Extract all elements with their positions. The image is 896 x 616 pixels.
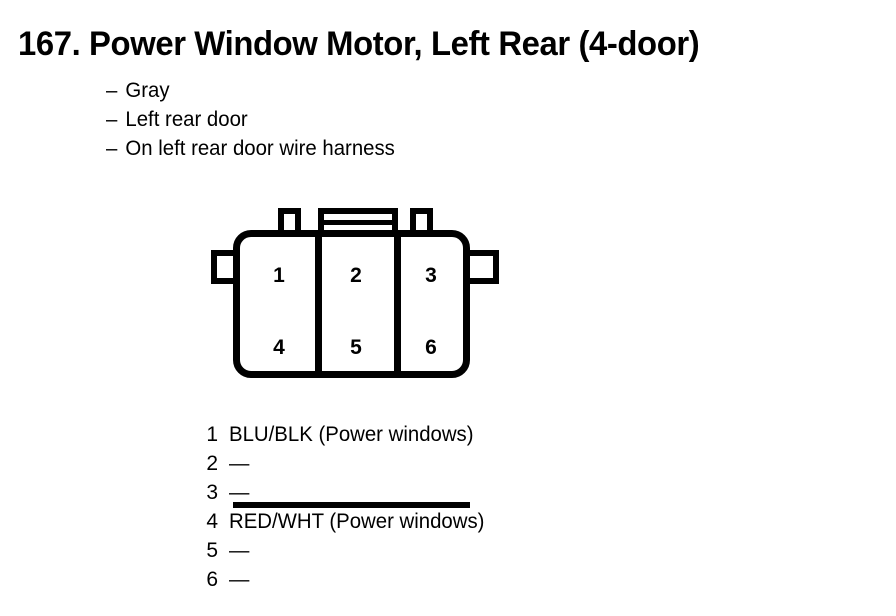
list-item: –On left rear door wire harness <box>106 134 395 163</box>
pin-legend-label: — <box>229 568 250 591</box>
dash-bullet-icon: – <box>106 108 118 131</box>
pin-cell-5: 5 <box>350 336 362 359</box>
connector-diagram: 1 2 3 4 5 6 <box>205 200 510 508</box>
pin-legend-number: 3 <box>206 481 218 504</box>
pin-legend-row-3: 3— <box>200 478 492 507</box>
pin-legend-label: — <box>229 481 250 504</box>
list-item-label: Left rear door <box>125 108 248 131</box>
pin-cell-1: 1 <box>273 264 285 287</box>
pin-legend-row-1: 1 BLU/BLK (Power windows) <box>200 420 492 449</box>
dash-bullet-icon: – <box>106 137 118 160</box>
pin-legend-row-2: 2— <box>200 449 492 478</box>
connector-side-tab-right <box>469 250 499 284</box>
pin-cell-6: 6 <box>425 336 437 359</box>
list-item: –Gray <box>106 76 395 105</box>
connector-attribute-list: –Gray –Left rear door –On left rear door… <box>106 76 404 163</box>
page-title: 167. Power Window Motor, Left Rear (4-do… <box>18 25 700 63</box>
list-item-label: Gray <box>125 79 170 102</box>
pin-legend-label: BLU/BLK (Power windows) <box>229 423 474 446</box>
pin-cell-3: 3 <box>425 264 437 287</box>
pin-legend-row-4: 4 RED/WHT (Power windows) <box>200 507 492 536</box>
pin-legend-number: 5 <box>206 539 218 562</box>
pin-legend-label: — <box>229 452 250 475</box>
connector-body <box>233 230 470 378</box>
pin-legend-number: 4 <box>206 510 218 533</box>
latch-slot-lower <box>324 225 392 231</box>
list-item-label: On left rear door wire harness <box>125 137 395 160</box>
pin-legend-row-6: 6— <box>200 565 492 594</box>
pin-legend-label: — <box>229 539 250 562</box>
pin-grid-divider-vertical-2 <box>394 230 401 378</box>
pin-cell-2: 2 <box>350 264 362 287</box>
pin-grid-divider-horizontal <box>233 502 470 508</box>
pin-legend-number: 2 <box>206 452 218 475</box>
pin-legend-row-5: 5— <box>200 536 492 565</box>
latch-slot-upper <box>324 214 392 220</box>
pin-legend-number: 1 <box>206 423 218 446</box>
pin-grid-divider-vertical-1 <box>315 230 322 378</box>
dash-bullet-icon: – <box>106 79 118 102</box>
pin-cell-4: 4 <box>273 336 285 359</box>
pin-legend-label: RED/WHT (Power windows) <box>229 510 485 533</box>
list-item: –Left rear door <box>106 105 395 134</box>
pin-legend-number: 6 <box>206 568 218 591</box>
